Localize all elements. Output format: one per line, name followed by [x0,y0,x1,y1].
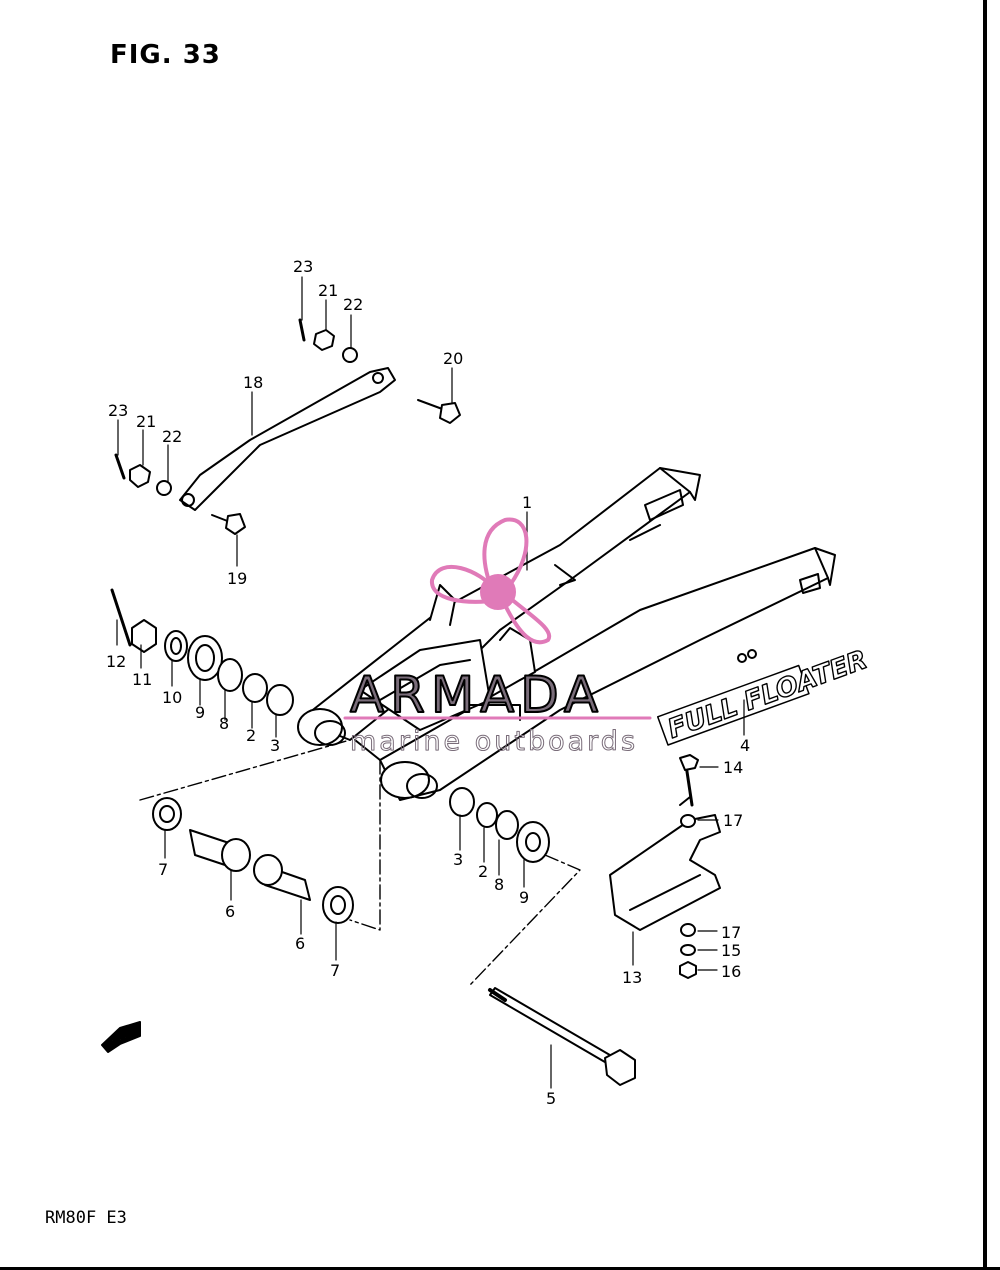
callout-9: 9 [195,703,205,722]
callout-4: 4 [740,736,750,755]
right-pivot-stack [449,787,550,863]
callout-8: 8 [219,714,229,733]
callout-5: 5 [546,1089,556,1108]
callout-21: 21 [136,412,156,431]
hardware-top [110,318,461,647]
full-floater-logo-part-4: FULL FLOATER [656,644,872,746]
callout-13: 13 [622,968,642,987]
callout-2: 2 [246,726,256,745]
callout-3: 3 [270,736,280,755]
callout-7: 7 [158,860,168,879]
callout-22: 22 [343,295,363,314]
callout-1: 1 [522,493,532,512]
leader-lines [116,276,745,1089]
model-code: RM80F E3 [45,1208,127,1228]
left-pivot-stack [131,619,294,716]
callout-21: 21 [318,281,338,300]
callout-14: 14 [723,758,743,777]
callout-6: 6 [225,902,235,921]
callout-8: 8 [494,875,504,894]
callout-6: 6 [295,934,305,953]
callout-18: 18 [243,373,263,392]
watermark-tagline: marine outboards [350,726,638,757]
callout-17: 17 [723,811,743,830]
callout-20: 20 [443,349,463,368]
propeller-logo-icon [430,517,552,645]
callout-23: 23 [293,257,313,276]
page-border-bottom [0,1267,1000,1270]
callout-9: 9 [519,888,529,907]
callout-19: 19 [227,569,247,588]
callout-12: 12 [106,652,126,671]
watermark-brand: ARMADA [350,666,604,724]
page-border-right [983,0,987,1270]
pivot-bolt-part-5 [488,987,636,1086]
callout-11: 11 [132,670,152,689]
callout-2: 2 [478,862,488,881]
callout-23: 23 [108,401,128,420]
armada-watermark: ARMADA marine outboards [343,517,652,758]
lower-left-bushings [152,797,354,924]
torque-rod-part-18 [179,367,396,511]
full-floater-logo-text: FULL FLOATER [664,645,871,745]
callout-22: 22 [162,427,182,446]
assembly-lines [139,739,581,986]
callout-10: 10 [162,688,182,707]
figure-title: FIG. 33 [110,40,221,70]
callout-17: 17 [721,923,741,942]
callout-7: 7 [330,961,340,980]
callout-15: 15 [721,941,741,960]
callout-16: 16 [721,962,741,981]
callout-3: 3 [453,850,463,869]
callout-labels: 23 21 22 20 18 23 21 22 1 19 12 11 10 9 … [106,257,750,1108]
chain-guide-part-13 [609,754,721,979]
fwd-arrow: FWD [101,1021,141,1053]
